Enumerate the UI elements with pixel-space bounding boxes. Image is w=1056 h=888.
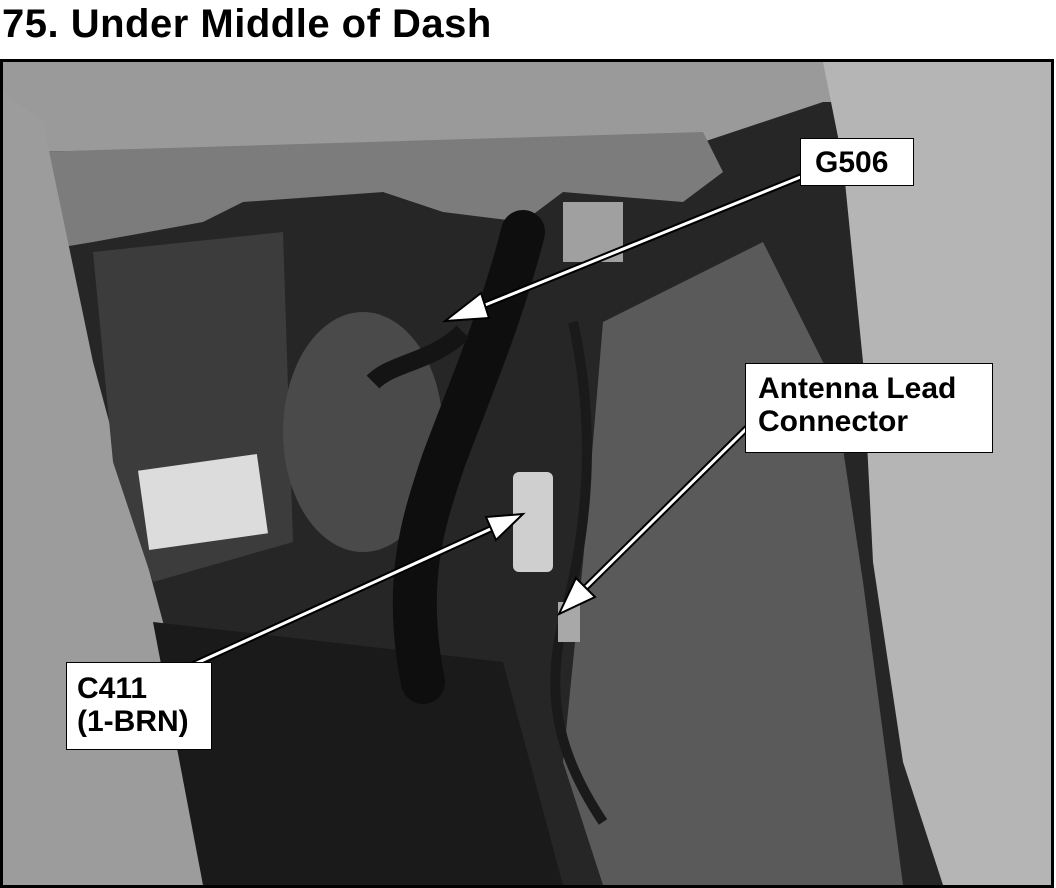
- antenna-arrow-line: [569, 425, 750, 604]
- callout-g506-label: G506: [815, 146, 889, 179]
- c411-arrow-line: [187, 519, 509, 669]
- sticker: [138, 454, 268, 550]
- c411-connector: [513, 472, 553, 572]
- callout-antenna-line2: Connector: [758, 405, 908, 438]
- callout-g506: G506: [800, 138, 914, 186]
- right-trim-panel: [823, 62, 1051, 885]
- dash-top-panel: [3, 62, 1051, 152]
- antenna-arrowhead: [556, 576, 597, 617]
- upper-bracket: [33, 132, 723, 252]
- figure-title: 75. Under Middle of Dash: [2, 2, 492, 46]
- callout-c411: C411 (1-BRN): [66, 662, 212, 750]
- callout-antenna-lead-connector: Antenna Lead Connector: [745, 363, 993, 453]
- console-floor: [153, 622, 563, 885]
- g506-arrowhead: [441, 291, 491, 323]
- callout-c411-line1: C411: [77, 672, 148, 705]
- c411-arrowhead: [484, 512, 526, 542]
- wire-harness-branch: [366, 325, 470, 389]
- callout-antenna-line1: Antenna Lead: [758, 372, 957, 405]
- wire-harness-main: [392, 210, 545, 704]
- callout-c411-line2: (1-BRN): [77, 705, 189, 738]
- g506-arrow-line: [457, 172, 809, 318]
